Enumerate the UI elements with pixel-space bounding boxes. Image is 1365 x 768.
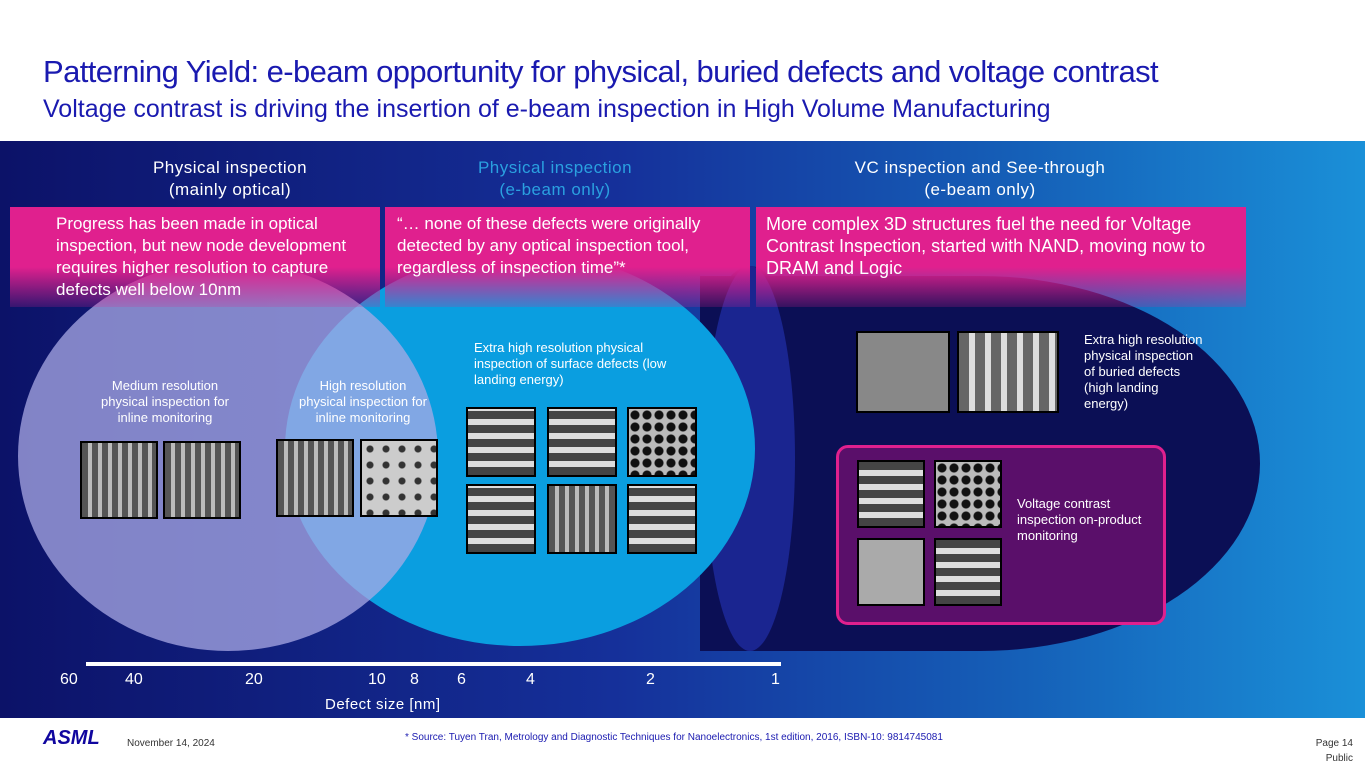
col3-header: VC inspection and See-through(e-beam onl… <box>854 158 1106 199</box>
sem-image <box>276 439 354 517</box>
axis-tick: 10 <box>368 671 386 688</box>
vc-box: Voltage contrast inspection on-product m… <box>836 445 1166 625</box>
axis-tick: 40 <box>125 671 143 688</box>
col1-header: Physical inspection(mainly optical) <box>152 158 308 199</box>
sem-image <box>80 441 158 519</box>
axis-label: Defect size [nm] <box>325 696 441 713</box>
col3-callout: More complex 3D structures fuel the need… <box>756 207 1246 307</box>
high-res-label: High resolution physical inspection for … <box>299 378 427 425</box>
cross-section-image <box>957 331 1059 413</box>
footer-source: * Source: Tuyen Tran, Metrology and Diag… <box>405 732 943 743</box>
sem-image <box>466 407 536 477</box>
axis-tick: 4 <box>526 671 535 688</box>
page-title: Patterning Yield: e-beam opportunity for… <box>43 54 1159 89</box>
vc-image <box>934 460 1002 528</box>
axis-tick: 2 <box>646 671 655 688</box>
sem-image <box>360 439 438 517</box>
sem-image <box>627 407 697 477</box>
defect-size-axis <box>86 662 781 666</box>
col2-header: Physical inspection(e-beam only) <box>477 158 633 199</box>
sem-image <box>163 441 241 519</box>
extra-surface-label: Extra high resolution physical inspectio… <box>474 340 667 387</box>
cross-section-image <box>856 331 950 413</box>
vc-label: Voltage contrast inspection on-product m… <box>1017 496 1142 543</box>
vc-image <box>857 460 925 528</box>
sem-image <box>627 484 697 554</box>
footer-date: November 14, 2024 <box>127 738 215 749</box>
vc-image <box>857 538 925 606</box>
page-number: Page 14 <box>1315 738 1353 749</box>
classification: Public <box>1325 753 1353 764</box>
diagram-panel: Physical inspection(mainly optical) Phys… <box>0 141 1365 718</box>
page-subtitle: Voltage contrast is driving the insertio… <box>43 95 1051 123</box>
medium-res-label: Medium resolution physical inspection fo… <box>101 378 229 425</box>
sem-image <box>547 484 617 554</box>
col2-callout: “… none of these defects were originally… <box>385 207 750 307</box>
asml-logo: ASML <box>43 727 100 749</box>
sem-image <box>547 407 617 477</box>
col1-callout: Progress has been made in optical inspec… <box>10 207 380 307</box>
axis-tick: 20 <box>245 671 263 688</box>
extra-buried-label: Extra high resolution physical inspectio… <box>1084 332 1203 411</box>
axis-tick: 6 <box>457 671 466 688</box>
axis-tick: 8 <box>410 671 419 688</box>
axis-tick: 1 <box>771 671 780 688</box>
vc-image <box>934 538 1002 606</box>
axis-tick: 60 <box>60 671 78 688</box>
sem-image <box>466 484 536 554</box>
